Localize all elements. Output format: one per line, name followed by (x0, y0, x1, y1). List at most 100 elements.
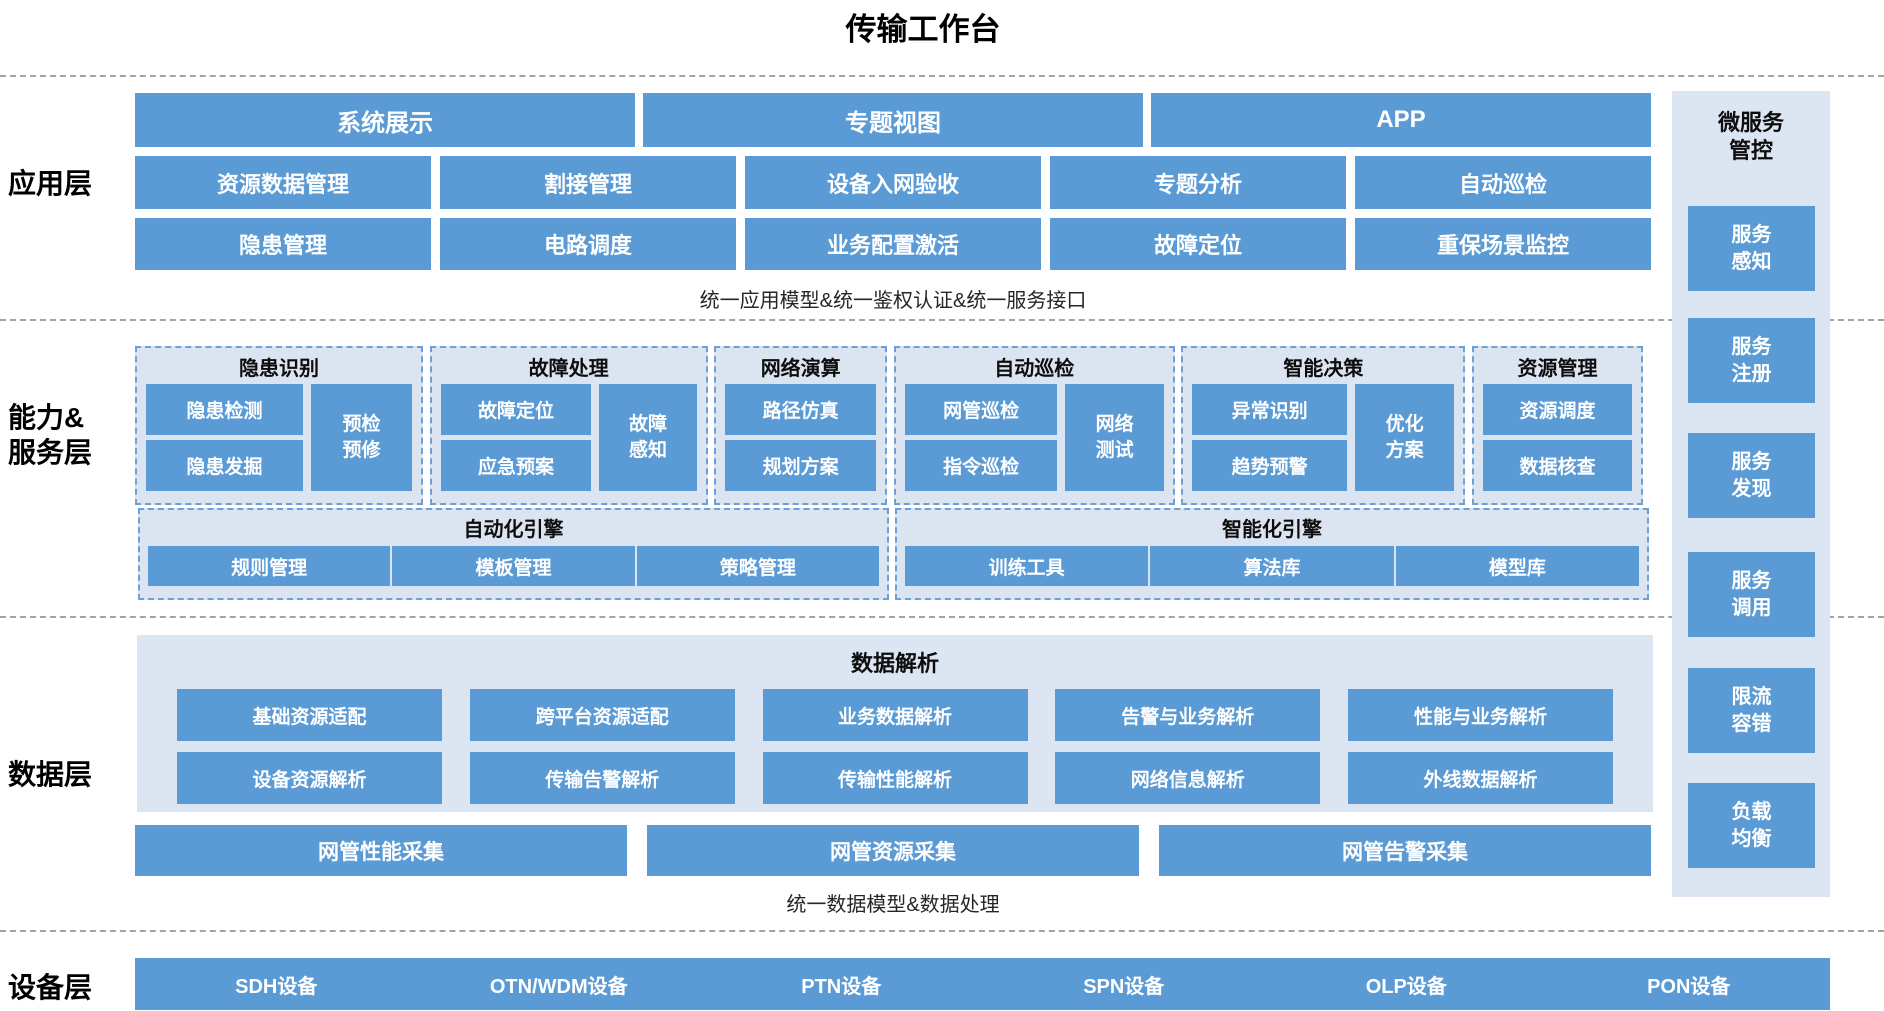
data-parsing-panel: 数据解析 基础资源适配 跨平台资源适配 业务数据解析 告警与业务解析 性能与业务… (137, 635, 1653, 812)
app-box: 设备入网验收 (745, 156, 1041, 209)
app-row-bottom: 隐患管理 电路调度 业务配置激活 故障定位 重保场景监控 (135, 218, 1651, 270)
sidebar-item-line: 负载 (1731, 800, 1772, 823)
layer-label-device: 设备层 (8, 972, 93, 1003)
app-layer-footnote: 统一应用模型&统一鉴权认证&统一服务接口 (699, 290, 1087, 312)
sidebar-item-service-discovery: 服务 发现 (1688, 433, 1815, 518)
group-box: 应急预案 (440, 440, 592, 491)
data-box: 跨平台资源适配 (469, 689, 735, 741)
section-divider-capability-data (0, 616, 1884, 618)
capability-group-fault-handling: 故障处理 故障定位 应急预案 故障 感知 (429, 346, 708, 505)
device-label: PON设备 (1647, 975, 1731, 998)
group-tall-box: 故障 感知 (599, 384, 697, 491)
app-row-middle: 资源数据管理 割接管理 设备入网验收 专题分析 自动巡检 (135, 156, 1651, 209)
layer-label-capability: 能力& 服务层 (8, 400, 92, 470)
group-tall-box-line: 优化 (1385, 413, 1424, 435)
layer-label-application: 应用层 (8, 168, 93, 199)
group-title: 自动巡检 (994, 358, 1075, 380)
group-tall-box: 网络 测试 (1065, 384, 1164, 491)
section-divider-app-capability (0, 319, 1884, 321)
capability-group-intelligent-decision: 智能决策 异常识别 趋势预警 优化 方案 (1181, 346, 1466, 505)
sidebar-item-line: 服务 (1731, 450, 1772, 473)
data-box: 告警与业务解析 (1055, 689, 1321, 741)
sidebar-item-line: 注册 (1731, 362, 1772, 385)
section-divider-top (0, 75, 1884, 77)
device-label: PTN设备 (801, 975, 882, 998)
app-box: 隐患管理 (135, 218, 431, 270)
app-box: 自动巡检 (1355, 156, 1651, 209)
sidebar-title-line: 管控 (1728, 137, 1773, 163)
microservice-control-panel: 微服务 管控 服务 感知 服务 注册 服务 发现 服务 调用 限流 容错 负载 … (1672, 91, 1830, 897)
sidebar-item-line: 服务 (1731, 569, 1772, 592)
app-box: 资源数据管理 (135, 156, 431, 209)
data-box: 网络信息解析 (1055, 752, 1321, 804)
sidebar-item-line: 均衡 (1731, 827, 1772, 850)
capability-group-auto-inspection: 自动巡检 网管巡检 指令巡检 网络 测试 (893, 346, 1175, 505)
app-row-top: 系统展示 专题视图 APP (135, 93, 1651, 147)
engine-box: 算法库 (1150, 546, 1394, 586)
layer-label-data: 数据层 (8, 759, 93, 790)
group-box: 资源调度 (1482, 384, 1632, 435)
group-box: 规划方案 (725, 440, 877, 491)
data-box: 业务数据解析 (762, 689, 1028, 741)
group-title: 隐患识别 (239, 358, 319, 380)
group-tall-box-line: 方案 (1385, 439, 1424, 461)
sidebar-item-line: 服务 (1731, 223, 1772, 246)
group-box: 隐患发掘 (146, 440, 303, 491)
layer-label-capability-line1: 能力& (8, 402, 85, 433)
engine-box: 模型库 (1395, 546, 1639, 586)
sidebar-item-rate-limit-fault-tolerance: 限流 容错 (1688, 668, 1815, 753)
collectors-row: 网管性能采集 网管资源采集 网管告警采集 (135, 825, 1651, 876)
layer-label-capability-line2: 服务层 (8, 437, 93, 468)
group-box: 异常识别 (1192, 384, 1347, 435)
app-box: 割接管理 (440, 156, 736, 209)
data-panel-title: 数据解析 (850, 651, 939, 676)
app-box: 重保场景监控 (1355, 218, 1651, 270)
app-box: APP (1151, 93, 1651, 147)
group-tall-box-line: 预检 (342, 413, 381, 435)
intelligence-engine-panel: 智能化引擎 训练工具 算法库 模型库 (895, 508, 1649, 600)
group-tall-box-line: 故障 (628, 413, 667, 435)
app-box: 专题分析 (1050, 156, 1346, 209)
group-box: 故障定位 (440, 384, 592, 435)
data-box: 传输性能解析 (762, 752, 1028, 804)
sidebar-item-line: 调用 (1731, 596, 1772, 619)
sidebar-item-service-invoke: 服务 调用 (1688, 552, 1815, 637)
group-title: 智能决策 (1283, 358, 1364, 380)
collector-box: 网管性能采集 (135, 825, 627, 876)
app-box: 业务配置激活 (745, 218, 1041, 270)
data-row-1: 基础资源适配 跨平台资源适配 业务数据解析 告警与业务解析 性能与业务解析 (177, 689, 1613, 741)
group-title: 资源管理 (1517, 358, 1598, 380)
engine-title: 自动化引擎 (463, 519, 564, 541)
data-box: 设备资源解析 (177, 752, 442, 804)
data-box: 外线数据解析 (1348, 752, 1613, 804)
sidebar-item-service-sense: 服务 感知 (1688, 206, 1815, 291)
sidebar-item-line: 容错 (1731, 712, 1772, 735)
group-tall-box-line: 测试 (1095, 439, 1134, 461)
group-box: 数据核查 (1482, 440, 1632, 491)
data-box: 基础资源适配 (177, 689, 442, 741)
app-box: 故障定位 (1050, 218, 1346, 270)
sidebar-item-line: 感知 (1731, 250, 1772, 273)
device-bar: SDH设备 OTN/WDM设备 PTN设备 SPN设备 OLP设备 PON设备 (135, 958, 1830, 1010)
data-row-2: 设备资源解析 传输告警解析 传输性能解析 网络信息解析 外线数据解析 (177, 752, 1613, 804)
group-tall-box: 预检 预修 (310, 384, 412, 491)
group-tall-box-line: 网络 (1095, 413, 1134, 435)
group-box: 隐患检测 (146, 384, 303, 435)
device-label: SPN设备 (1083, 975, 1165, 998)
capability-groups-row: 隐患识别 隐患检测 隐患发掘 预检 预修 故障处理 故障定位 应急预案 (135, 346, 1643, 505)
sidebar-item-line: 发现 (1731, 477, 1772, 500)
capability-group-hazard-identify: 隐患识别 隐患检测 隐患发掘 预检 预修 (135, 346, 423, 505)
group-title: 网络演算 (760, 358, 841, 380)
device-label: OTN/WDM设备 (489, 975, 628, 998)
engine-box: 训练工具 (905, 546, 1149, 586)
group-title: 故障处理 (528, 358, 609, 380)
sidebar-item-load-balance: 负载 均衡 (1688, 783, 1815, 868)
group-tall-box-line: 预修 (342, 439, 381, 461)
collector-box: 网管告警采集 (1159, 825, 1651, 876)
group-tall-box-line: 感知 (628, 439, 667, 461)
app-box: 系统展示 (135, 93, 635, 147)
automation-engine-panel: 自动化引擎 规则管理 模板管理 策略管理 (138, 508, 889, 600)
sidebar-title-line: 微服务 (1717, 110, 1784, 135)
engine-box: 策略管理 (636, 546, 879, 586)
